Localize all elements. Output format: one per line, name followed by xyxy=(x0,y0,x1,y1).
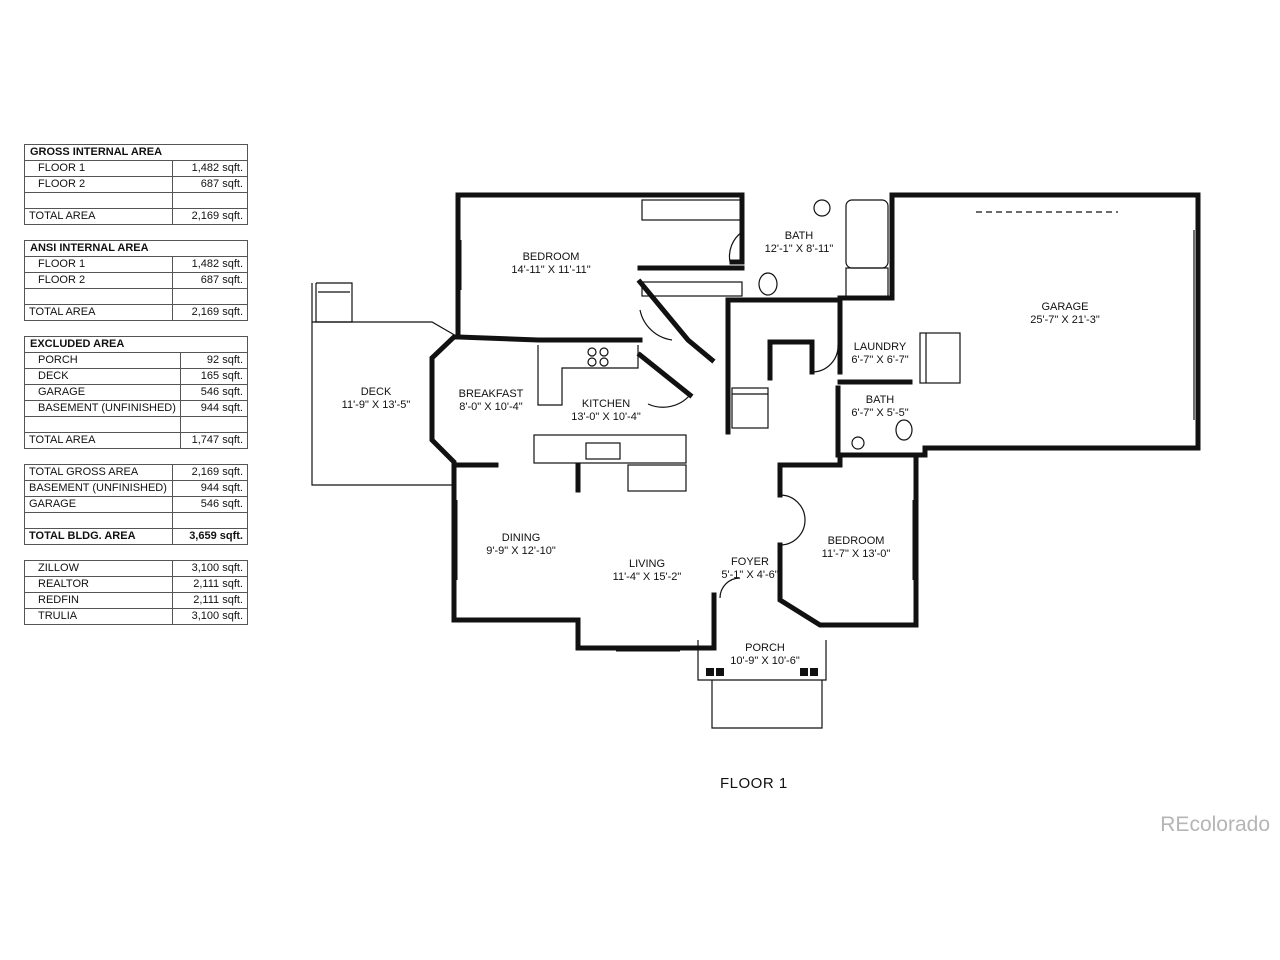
porch-post xyxy=(706,668,714,676)
door-swing-hall xyxy=(639,309,673,341)
sink-bath2 xyxy=(851,436,865,450)
fireplace xyxy=(627,464,687,492)
shower xyxy=(845,267,889,299)
wall-stair-closet xyxy=(767,339,815,375)
kitchen-island xyxy=(533,434,687,464)
wall-garage-outline xyxy=(889,192,1201,451)
sink-bath1 xyxy=(813,199,831,217)
porch-post xyxy=(810,668,818,676)
stove-burner xyxy=(599,357,609,367)
stove-burner xyxy=(599,347,609,357)
wall-bath-east xyxy=(837,192,895,301)
door-swing-bedroom2b xyxy=(779,519,806,546)
deck-north-edge xyxy=(312,321,459,338)
deck-stairs xyxy=(315,282,353,323)
wall-bedroom2-north xyxy=(777,445,928,498)
door-swing-bedroom2 xyxy=(779,494,806,521)
door-swing-laundry xyxy=(811,344,839,373)
closet-2 xyxy=(641,281,743,297)
door-swing-pantry xyxy=(647,394,691,408)
kitchen-counter-top xyxy=(537,345,639,406)
wall-bath-west xyxy=(729,197,745,265)
bathtub xyxy=(845,199,889,269)
floor-title: FLOOR 1 xyxy=(720,775,788,792)
porch-outline xyxy=(697,640,827,681)
wall-bedroom-west-north xyxy=(455,192,745,340)
garage-steps xyxy=(919,332,961,384)
porch-posts xyxy=(706,668,818,676)
toilet-bath1 xyxy=(758,272,778,296)
wall-hall-diag xyxy=(636,278,716,364)
table-row-empty xyxy=(24,288,248,305)
door-swing-foyer xyxy=(719,577,741,599)
wall-kitchen-pantry xyxy=(636,351,694,399)
wall-bedroom2-south-east xyxy=(777,452,919,628)
brand-logo: REcolorado xyxy=(1160,813,1270,836)
table-row: BASEMENT (UNFINISHED)944 sqft. xyxy=(24,480,248,497)
porch-post xyxy=(800,668,808,676)
deck-outline xyxy=(311,283,455,486)
porch-post xyxy=(716,668,724,676)
kitchen-sink xyxy=(585,442,621,460)
table-row-empty xyxy=(24,512,248,529)
stairs xyxy=(731,387,769,429)
toilet-bath2 xyxy=(895,419,913,441)
wall-west-bay xyxy=(429,334,717,651)
thin-lines xyxy=(311,199,1195,729)
stove-burner xyxy=(587,357,597,367)
wall-bedroom-south xyxy=(455,334,643,343)
stove-burner xyxy=(587,347,597,357)
porch-steps xyxy=(711,680,823,729)
closet-1 xyxy=(641,199,743,221)
door-swing-bath xyxy=(728,231,743,263)
